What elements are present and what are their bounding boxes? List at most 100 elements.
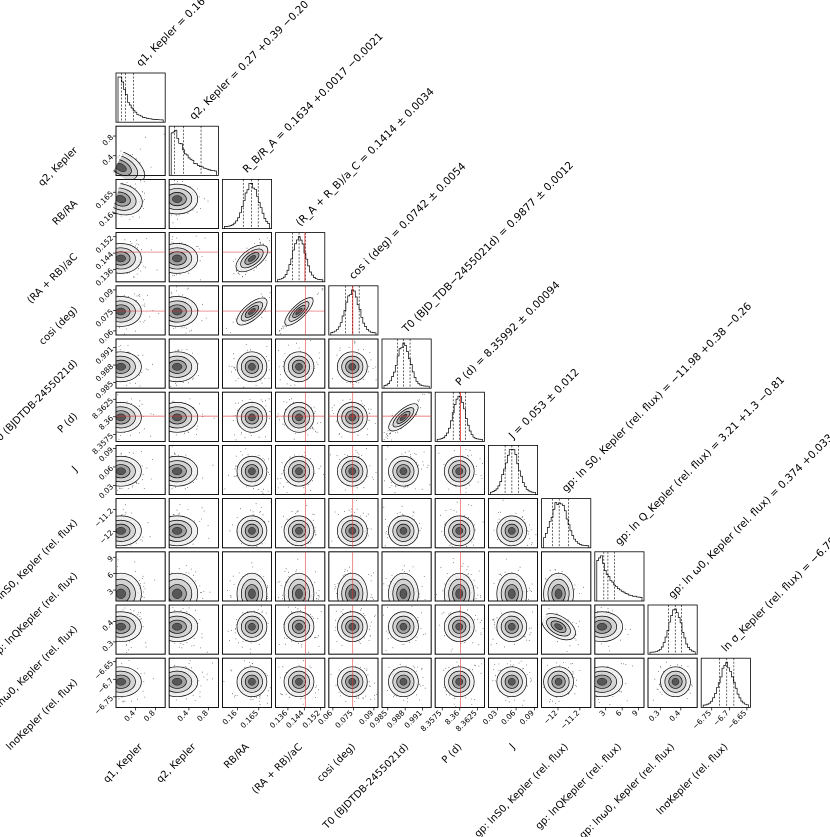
panel-frame [168, 338, 219, 389]
density-contour [455, 588, 463, 599]
scatter-panel [328, 551, 379, 602]
histogram-step [224, 183, 270, 229]
x-axis-label: gp: lnS0, Kepler (rel. flux) [473, 742, 571, 837]
panel-frame [434, 444, 485, 495]
panel-frame [275, 391, 326, 442]
panel-frame [700, 657, 751, 708]
scatter-panel [115, 444, 166, 495]
scatter-panel [328, 338, 379, 389]
scatter-panel [381, 604, 432, 655]
panel-frame [647, 604, 698, 655]
y-tick-label: 9 [105, 554, 115, 564]
y-tick-label: 0.165 [94, 189, 116, 211]
histogram-step [436, 395, 483, 442]
parameter-title: q2, Kepler = 0.27 +0.39 −0.20 [187, 0, 311, 122]
y-tick-label: −11.2 [93, 506, 116, 529]
y-tick-label: 0.075 [94, 307, 116, 329]
panel-frame [541, 498, 592, 549]
x-tick-label: 0.8 [195, 708, 210, 723]
panel-frame [115, 72, 166, 123]
panel-frame [221, 657, 272, 708]
panel-frame [115, 125, 166, 176]
panel-frame [541, 657, 592, 708]
x-tick-label: 0.8 [142, 708, 157, 723]
histogram-step [490, 449, 536, 495]
scatter-panel [594, 657, 645, 708]
panel-frame [381, 657, 432, 708]
density-contour [248, 363, 256, 371]
panel-frame [381, 551, 432, 602]
density-contour [554, 588, 563, 599]
scatter-panel [221, 232, 272, 283]
panel-frame [434, 604, 485, 655]
panel-frame [328, 285, 379, 336]
x-tick-label: 0.16 [221, 708, 239, 726]
density-contour [399, 622, 408, 631]
parameter-title: gp: ln S0, Kepler (rel. flux) = −11.98 +… [560, 300, 755, 495]
scatter-panel [434, 657, 485, 708]
x-tick-label: 0.4 [122, 708, 137, 723]
scatter-panel [115, 604, 166, 655]
density-contour [508, 588, 516, 599]
scatter-panel [168, 285, 219, 336]
x-tick-label: 0.988 [385, 708, 407, 730]
scatter-panel [115, 391, 166, 442]
scatter-panel [221, 604, 272, 655]
x-tick-label: −6.75 [691, 708, 714, 731]
panel-frame [594, 657, 645, 708]
density-contour [348, 413, 357, 422]
x-tick-label: −11.2 [559, 708, 582, 731]
density-contour [455, 678, 463, 686]
density-contour [248, 527, 256, 535]
scatter-panel [168, 444, 219, 495]
scatter-panel [328, 498, 379, 549]
panel-frame [221, 338, 272, 389]
y-tick-label: 0.4 [100, 152, 115, 167]
density-contour [399, 467, 408, 475]
scatter-panel [115, 338, 166, 389]
scatter-panel [487, 551, 538, 602]
x-tick-label: 6 [614, 708, 624, 718]
panel-frame [328, 444, 379, 495]
y-tick-label: −6.65 [93, 658, 116, 681]
density-contour [508, 678, 516, 686]
density-contour [248, 413, 256, 422]
density-contour [295, 413, 303, 422]
y-axis-label: RB/RA [51, 198, 81, 228]
density-contour [172, 363, 183, 371]
scatter-panel [115, 498, 166, 549]
parameter-title: J = 0.053 ± 0.012 [506, 366, 582, 442]
y-tick-label: 0.152 [94, 233, 116, 255]
scatter-panel [168, 232, 219, 283]
parameter-title: T0 (BJD_TDB−2455021d) = 0.9877 ± 0.0012 [400, 159, 577, 336]
scatter-panel [487, 498, 538, 549]
y-tick-label: 6 [105, 570, 115, 580]
density-contour [172, 195, 183, 203]
density-contour [172, 622, 183, 631]
x-axis-label: q1, Kepler [102, 741, 146, 785]
panel-frame [168, 391, 219, 442]
y-tick-label: 0.06 [97, 328, 115, 346]
density-contour [295, 588, 303, 599]
x-axis-label: T0 (BJDTDB-2455021d) [321, 742, 412, 833]
scatter-panel [115, 551, 166, 602]
parameter-title: cos i (deg) = 0.0742 ± 0.0054 [347, 160, 469, 282]
y-axis-label: P (d) [56, 411, 80, 435]
y-tick-label: 3 [105, 587, 115, 597]
histogram-step [383, 342, 430, 389]
panel-frame [487, 444, 538, 495]
scatter-panel [381, 391, 432, 442]
x-tick-label: 9 [630, 708, 640, 718]
scatter-panel [168, 498, 219, 549]
scatter-panel [328, 604, 379, 655]
histogram-panel [221, 178, 272, 229]
density-contour [295, 527, 303, 535]
histogram-panel [700, 657, 751, 708]
density-contour [295, 678, 303, 686]
y-tick-label: 0.09 [97, 287, 115, 305]
density-contour [248, 308, 256, 315]
scatter-panel [434, 444, 485, 495]
panel-frame [168, 285, 219, 336]
scatter-panel [434, 551, 485, 602]
density-contour [295, 363, 303, 371]
